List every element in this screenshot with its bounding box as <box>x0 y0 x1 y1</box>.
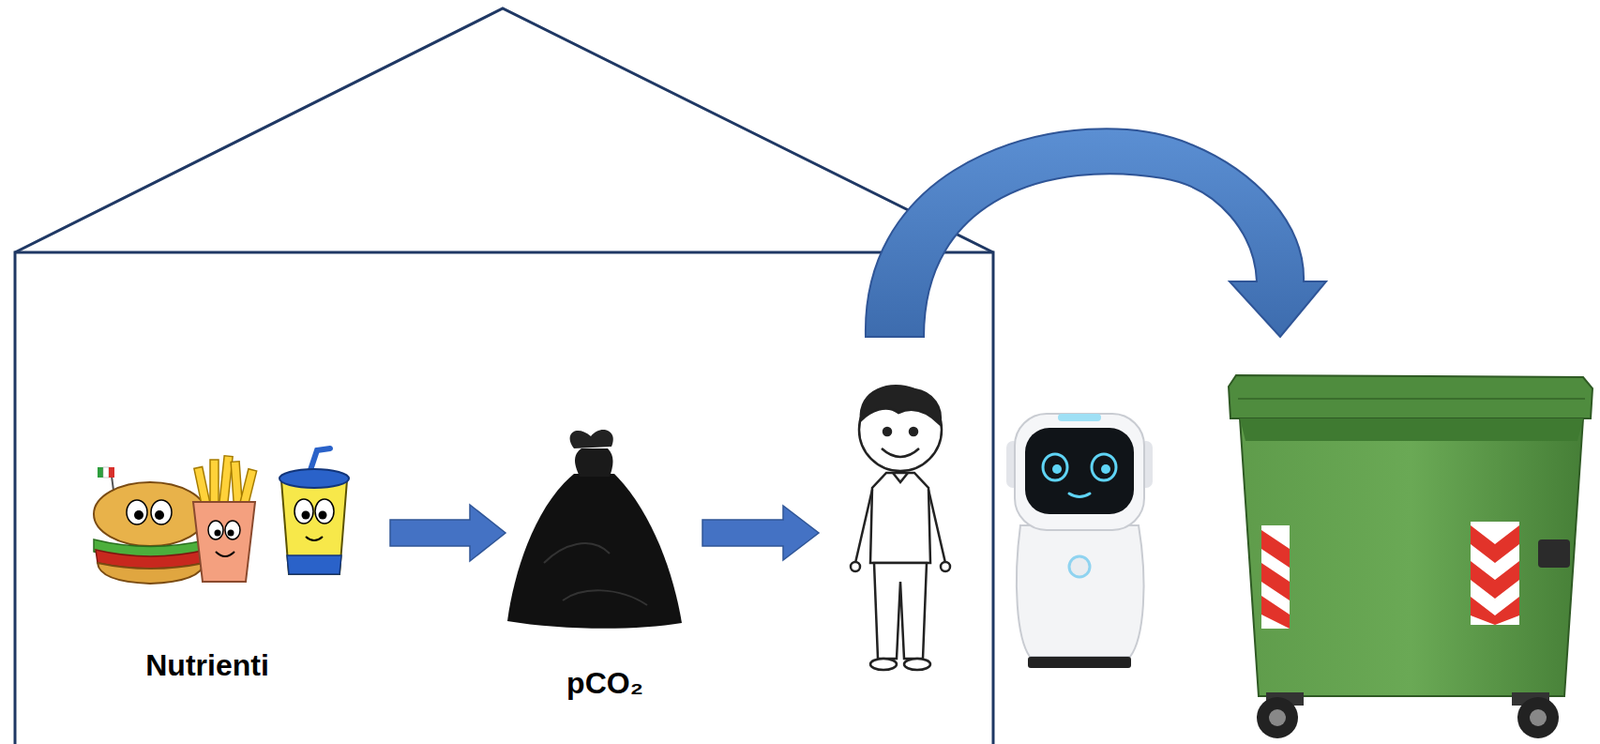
robot-figure <box>1006 413 1153 668</box>
burger-icon <box>93 467 209 584</box>
icon-label: pCO₂ <box>566 665 644 701</box>
garbage-bag-icon <box>507 429 682 629</box>
flow-arrow <box>702 505 819 560</box>
drink-icon <box>279 448 349 574</box>
house-outline <box>15 8 994 744</box>
labelled-icon: Nutrienti <box>56 440 385 695</box>
flow-arrow <box>390 504 506 561</box>
curved-arrow <box>865 128 1327 337</box>
icon-label: Nutrienti <box>145 648 270 683</box>
person-figure <box>850 385 951 670</box>
waste-bin <box>1228 375 1593 739</box>
fries-icon <box>193 455 257 582</box>
labelled-icon: pCO₂ <box>511 426 690 709</box>
